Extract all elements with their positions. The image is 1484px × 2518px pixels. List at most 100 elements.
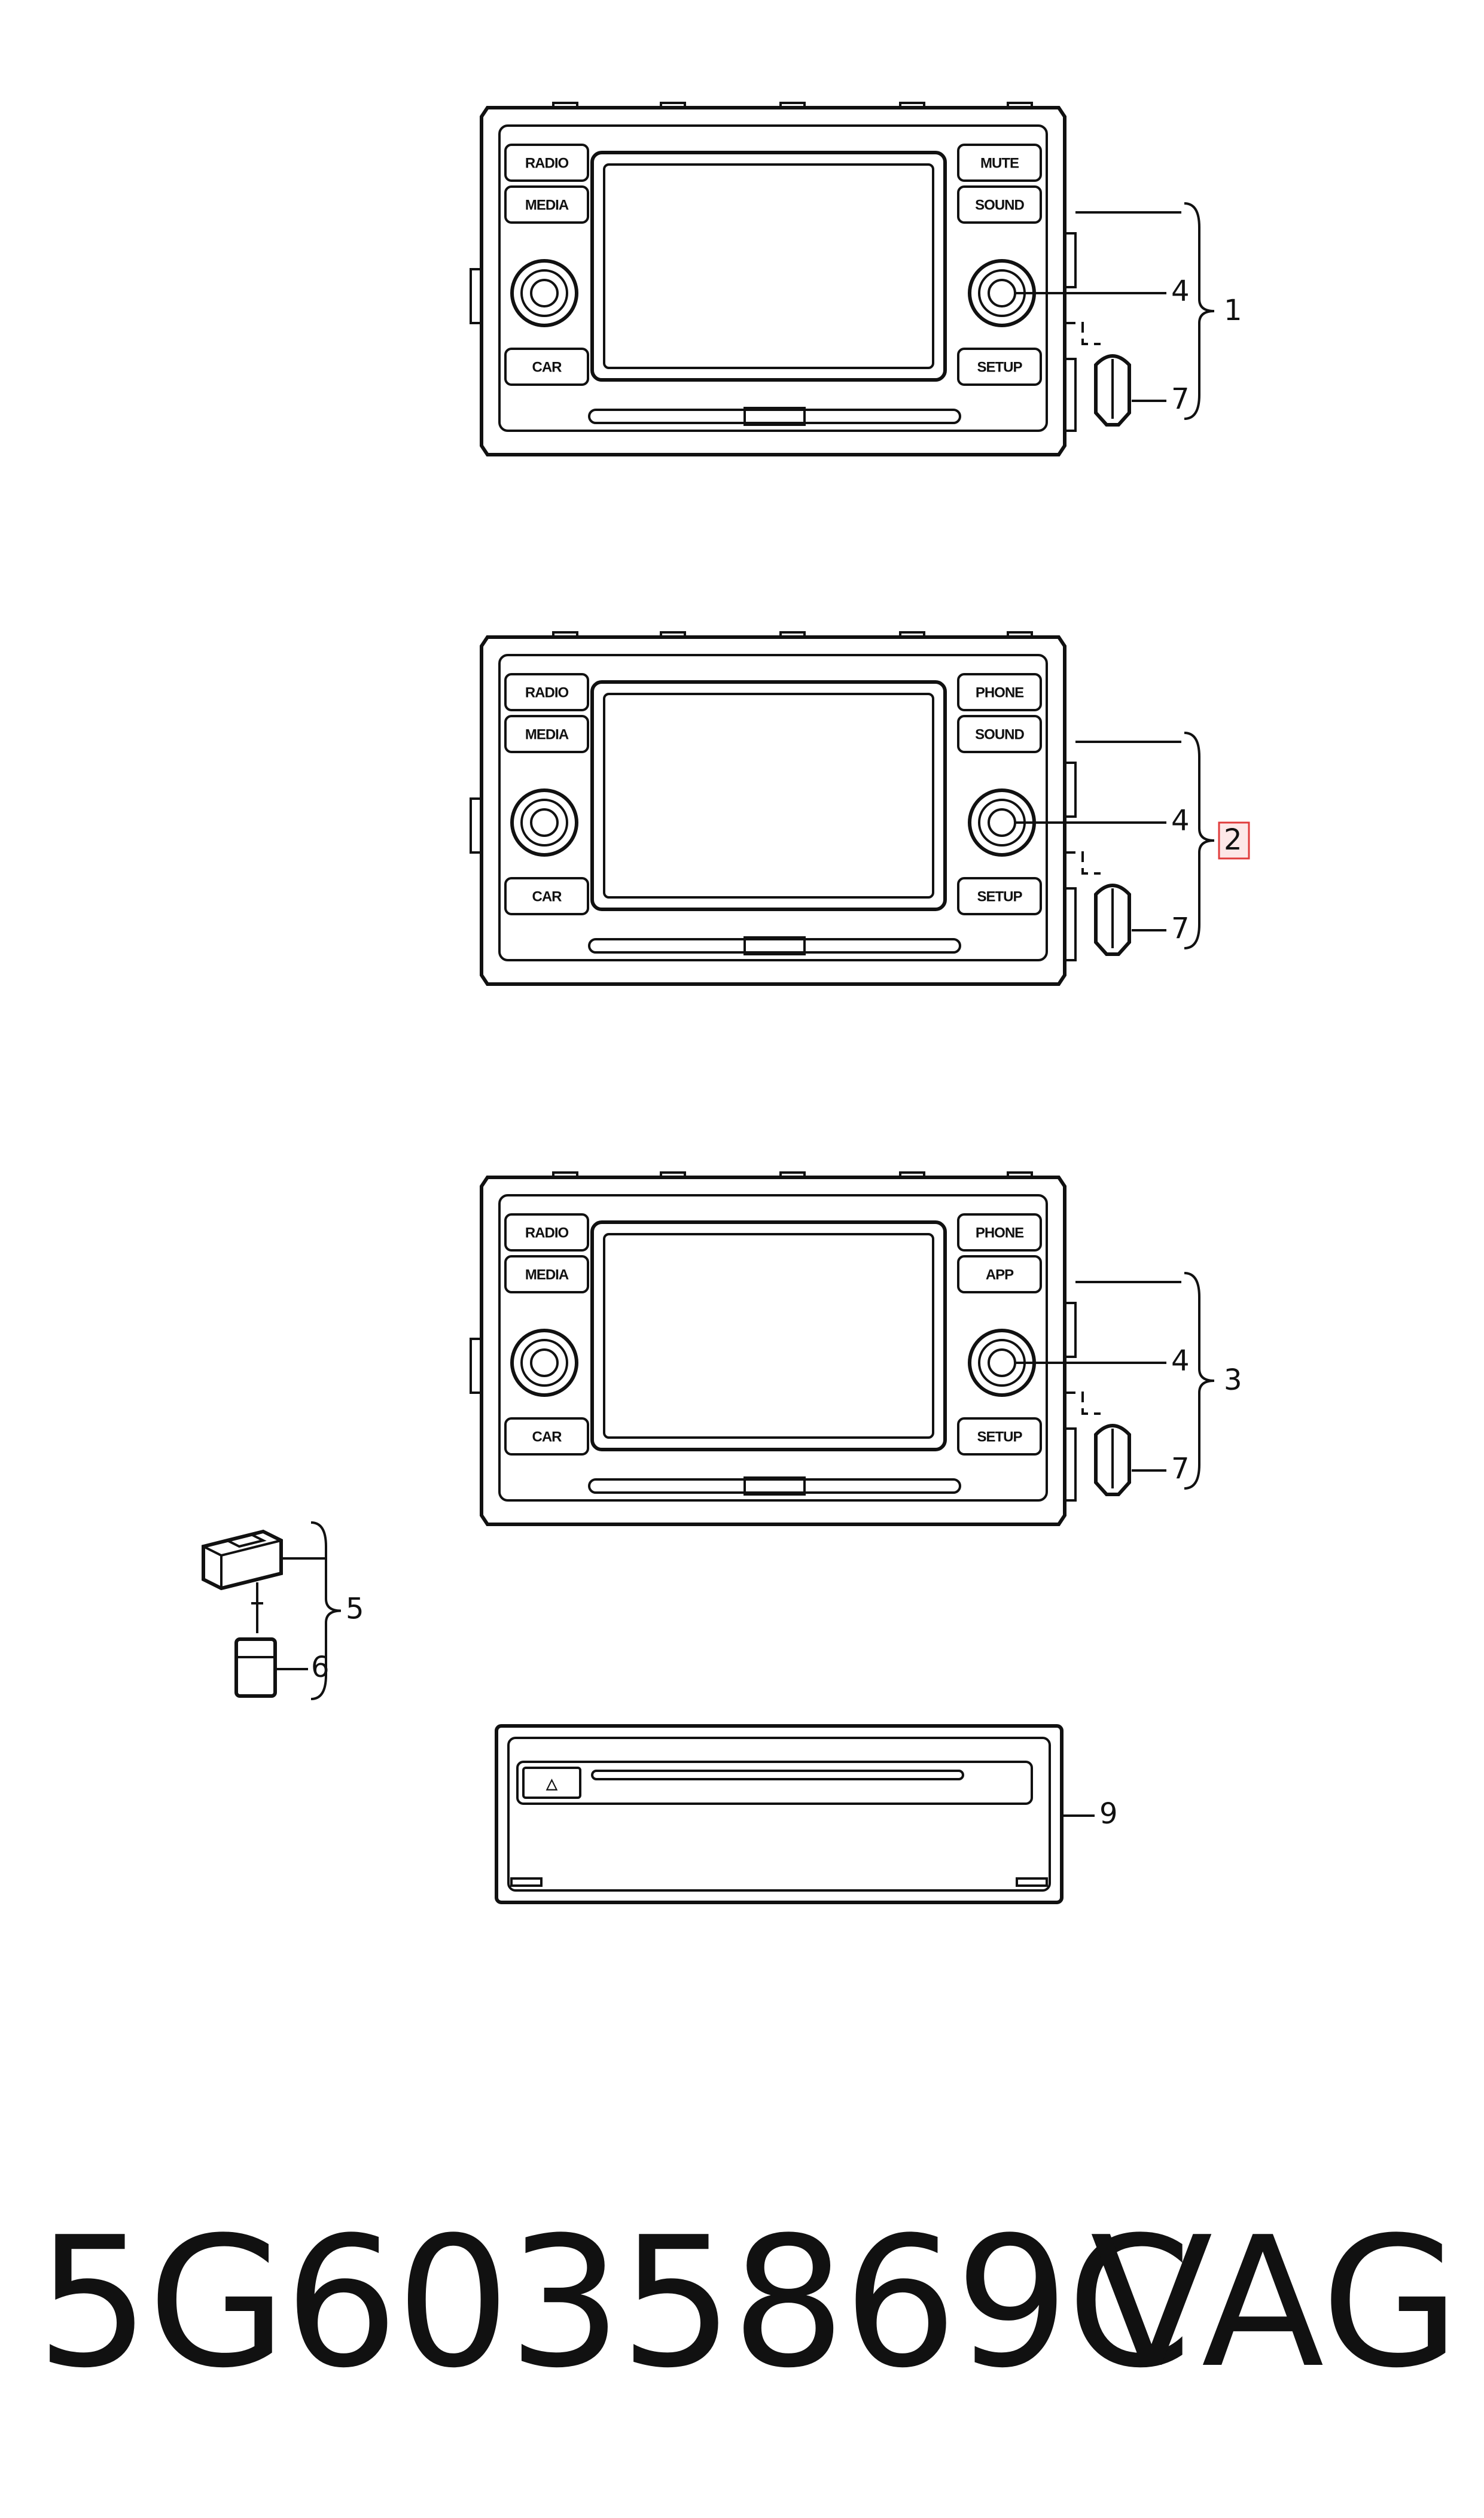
hardkey-label: SETUP — [977, 888, 1022, 905]
hardkey-label: SOUND — [975, 726, 1024, 742]
callouts: 473 — [1014, 1272, 1242, 1496]
knob-ring-inner — [530, 808, 559, 837]
hardkey-label: PHONE — [976, 1225, 1024, 1241]
side-tab-left — [470, 1338, 482, 1394]
display-screen-outer — [590, 1220, 947, 1451]
antenna-module: 65 — [202, 1521, 364, 1700]
mounting-tab — [899, 631, 925, 638]
side-tab-right-lower — [1065, 887, 1077, 961]
hardkey-frame — [957, 1213, 1042, 1252]
mounting-tab — [552, 631, 578, 638]
brand-label: VAG — [1090, 2199, 1460, 2407]
callout-knob: 4 — [1171, 804, 1190, 838]
group-brace — [1184, 202, 1215, 420]
hardkey-right-bottom: SETUP — [957, 877, 1042, 915]
hardkey-left-bottom: CAR — [504, 348, 589, 386]
callout-cd: 9 — [1099, 1797, 1118, 1831]
hardkey-label: PHONE — [976, 684, 1024, 701]
hardkey-label: APP — [986, 1266, 1014, 1283]
hardkey-frame — [504, 185, 589, 224]
hardkey-right-top: PHONE — [957, 673, 1042, 711]
hardkey-label: MEDIA — [525, 197, 569, 213]
group-brace — [1184, 1272, 1215, 1490]
knob-ring-mid — [520, 269, 568, 317]
leader-connector-dashed — [1065, 1392, 1101, 1415]
cd-slot — [591, 1770, 964, 1780]
antenna-group-brace — [310, 1521, 342, 1700]
hardkey-label: CAR — [532, 888, 562, 905]
part-number-label: 5G6035869C — [36, 2199, 1192, 2407]
knob-ring-inner — [530, 1348, 559, 1377]
hardkey-right-bottom: SETUP — [957, 348, 1042, 386]
hardkey-label: MEDIA — [525, 1266, 569, 1283]
hardkey-left-mid: MEDIA — [504, 715, 589, 753]
mounting-tab — [899, 102, 925, 109]
knob-ring-inner — [530, 279, 559, 307]
hardkey-frame — [504, 877, 589, 915]
hardkey-right-mid: SOUND — [957, 715, 1042, 753]
knob-ring-outer — [510, 259, 578, 327]
slot-center-tab — [743, 1476, 806, 1496]
antenna-box-top — [224, 1533, 267, 1548]
group-brace — [1184, 732, 1215, 949]
hardkey-right-bottom: SETUP — [957, 1417, 1042, 1456]
slot-center-tab — [743, 407, 806, 426]
hardkey-right-mid: APP — [957, 1255, 1042, 1293]
callouts: 471 — [1014, 202, 1242, 427]
hardkey-left-mid: MEDIA — [504, 1255, 589, 1293]
mounting-tab — [779, 631, 806, 638]
mounting-tab — [552, 102, 578, 109]
antenna-box-icon — [202, 1529, 283, 1591]
callout-connector: 7 — [1171, 1452, 1190, 1485]
callout-antenna-group: 5 — [346, 1593, 364, 1626]
volume-knob — [510, 788, 578, 857]
inner-frame — [498, 124, 1048, 432]
knob-ring-outer — [510, 788, 578, 857]
side-tab-right — [1065, 1302, 1077, 1358]
mounting-tab — [779, 1171, 806, 1179]
mounting-tab — [1007, 102, 1033, 109]
callout-connector: 7 — [1171, 382, 1190, 416]
outer-bezel — [480, 635, 1066, 986]
callout-knob: 4 — [1171, 1344, 1190, 1378]
cd-slot-panel — [516, 1761, 1033, 1805]
hardkey-left-bottom: CAR — [504, 1417, 589, 1456]
cd-drive-face — [507, 1737, 1051, 1892]
hardkey-frame — [957, 185, 1042, 224]
knob-ring-mid — [520, 1339, 568, 1387]
hardkey-left-mid: MEDIA — [504, 185, 589, 224]
display-screen-inner — [603, 693, 934, 899]
side-tab-right-lower — [1065, 358, 1077, 432]
knob-ring-inner — [988, 808, 1016, 837]
hardkey-label: SETUP — [977, 1429, 1022, 1445]
hardkey-frame — [957, 877, 1042, 915]
hardkey-frame — [504, 1417, 589, 1456]
callouts: 472 — [1014, 732, 1250, 956]
hardkey-frame — [957, 673, 1042, 711]
hardkey-frame — [957, 144, 1042, 182]
hardkey-left-bottom: CAR — [504, 877, 589, 915]
hardkey-label: CAR — [532, 359, 562, 375]
hardkey-left-top: RADIO — [504, 673, 589, 711]
side-tab-right-lower — [1065, 1427, 1077, 1502]
side-tab-right — [1065, 762, 1077, 818]
bottom-slot — [588, 409, 961, 424]
hardkey-left-top: RADIO — [504, 144, 589, 182]
hardkey-label: RADIO — [525, 155, 569, 171]
side-tab-left — [470, 797, 482, 854]
eject-button — [522, 1767, 581, 1799]
hardkey-frame — [504, 715, 589, 753]
mounting-tab — [660, 1171, 686, 1179]
hardkey-frame — [504, 144, 589, 182]
volume-knob — [510, 1329, 578, 1397]
knob-ring-inner — [988, 279, 1016, 307]
hardkey-left-top: RADIO — [504, 1213, 589, 1252]
inner-frame — [498, 654, 1048, 961]
inner-frame — [498, 1194, 1048, 1502]
outer-bezel — [480, 1176, 1066, 1526]
hardkey-frame — [504, 673, 589, 711]
